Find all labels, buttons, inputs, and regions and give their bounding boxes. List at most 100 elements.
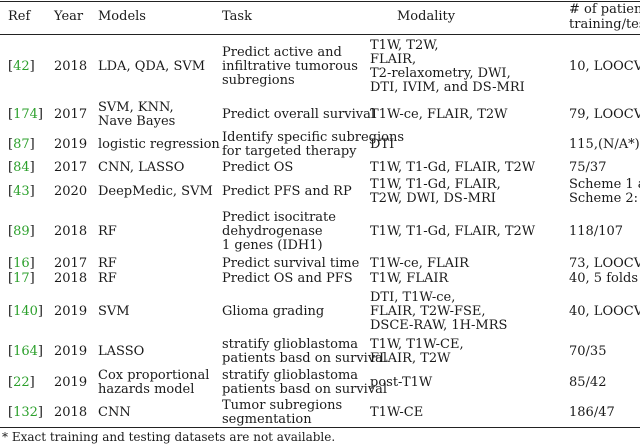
- models-cell-line: LDA, QDA, SVM: [98, 59, 206, 74]
- header-ref: Ref: [8, 9, 31, 24]
- modality-cell-line: FLAIR, T2W-FSE,: [370, 304, 486, 319]
- task-cell-line: stratify glioblastoma: [222, 368, 359, 383]
- ref-cell: [140]: [8, 304, 43, 319]
- year-cell: 2018: [54, 405, 88, 420]
- ref-link[interactable]: 132: [13, 405, 38, 420]
- task-cell-line: Predict overall survival: [222, 107, 376, 122]
- modality-cell-line: T1W, T1-Gd, FLAIR, T2W: [370, 160, 536, 175]
- year-cell: 2018: [54, 224, 88, 239]
- modality-cell-line: T1W, T1-Gd, FLAIR,: [370, 177, 501, 192]
- training-cell-line: 79, LOOCV: [569, 107, 640, 122]
- ref-link[interactable]: 42: [13, 59, 30, 74]
- task-cell-line: Predict OS: [222, 160, 294, 175]
- ref-cell: [22]: [8, 375, 35, 390]
- modality-cell-line: DTI, T1W-ce,: [370, 290, 456, 305]
- modality-cell-line: T1W-ce, FLAIR, T2W: [370, 107, 508, 122]
- models-cell-line: CNN, LASSO: [98, 160, 185, 175]
- ref-cell: [174]: [8, 107, 43, 122]
- modality-cell-line: T1W-CE: [370, 405, 424, 420]
- modality-cell-line: T1W, FLAIR: [370, 271, 449, 286]
- task-cell-line: infiltrative tumorous: [222, 59, 358, 74]
- task-cell-line: for targeted therapy: [222, 144, 357, 159]
- year-cell: 2020: [54, 184, 88, 199]
- training-cell-line: 40, 5 folds: [569, 271, 638, 286]
- models-cell-line: SVM: [98, 304, 130, 319]
- models-cell-line: CNN: [98, 405, 131, 420]
- table-bottom-rule: [0, 427, 640, 428]
- training-cell-line: 85/42: [569, 375, 607, 390]
- ref-link[interactable]: 164: [13, 344, 38, 359]
- task-cell-line: Predict OS and PFS: [222, 271, 353, 286]
- task-cell-line: Predict isocitrate: [222, 210, 336, 225]
- ref-link[interactable]: 87: [13, 137, 30, 152]
- task-cell-line: Predict PFS and RP: [222, 184, 352, 199]
- task-cell-line: Predict active and: [222, 45, 342, 60]
- training-cell-line: 40, LOOCV: [569, 304, 640, 319]
- models-cell-line: hazards model: [98, 382, 195, 397]
- ref-link[interactable]: 43: [13, 184, 30, 199]
- modality-cell-line: FLAIR,: [370, 52, 417, 67]
- ref-link[interactable]: 89: [13, 224, 30, 239]
- modality-cell-line: post-T1W: [370, 375, 433, 390]
- ref-cell: [89]: [8, 224, 35, 239]
- training-cell-line: Scheme 2: 5: [569, 191, 640, 206]
- modality-cell-line: T1W, T1-Gd, FLAIR, T2W: [370, 224, 536, 239]
- ref-cell: [87]: [8, 137, 35, 152]
- training-cell-line: 70/35: [569, 344, 607, 359]
- ref-cell: [164]: [8, 344, 43, 359]
- task-cell-line: dehydrogenase: [222, 224, 323, 239]
- task-cell-line: subregions: [222, 73, 295, 88]
- table-header-rule: [0, 34, 640, 35]
- year-cell: 2019: [54, 137, 88, 152]
- year-cell: 2019: [54, 375, 88, 390]
- training-cell-line: 118/107: [569, 224, 624, 239]
- task-cell-line: stratify glioblastoma: [222, 337, 359, 352]
- table-header: Ref Year Models Task Modality # of patie…: [0, 0, 640, 34]
- table-row: [140] 2019 SVM Glioma grading DTI, T1W-ce,FL…: [0, 287, 640, 336]
- task-cell-line: Glioma grading: [222, 304, 325, 319]
- ref-link[interactable]: 84: [13, 160, 30, 175]
- models-cell-line: RF: [98, 224, 117, 239]
- year-cell: 2018: [54, 59, 88, 74]
- year-cell: 2017: [54, 107, 88, 122]
- ref-cell: [17]: [8, 271, 35, 286]
- year-cell: 2019: [54, 344, 88, 359]
- ref-link[interactable]: 17: [13, 271, 30, 286]
- header-models: Models: [98, 9, 146, 24]
- year-cell: 2017: [54, 160, 88, 175]
- training-cell-line: 186/47: [569, 405, 615, 420]
- modality-cell-line: DTI, IVIM, and DS-MRI: [370, 80, 525, 95]
- models-cell-line: RF: [98, 271, 117, 286]
- modality-cell-line: DTI: [370, 137, 395, 152]
- modality-cell-line: FLAIR, T2W: [370, 351, 451, 366]
- ref-cell: [42]: [8, 59, 35, 74]
- ref-link[interactable]: 16: [13, 256, 30, 271]
- ref-link[interactable]: 140: [13, 304, 38, 319]
- ref-cell: [16]: [8, 256, 35, 271]
- modality-cell-line: T2-relaxometry, DWI,: [370, 66, 511, 81]
- modality-cell-line: T1W, T2W,: [370, 38, 439, 53]
- year-cell: 2019: [54, 304, 88, 319]
- models-cell-line: Nave Bayes: [98, 114, 176, 129]
- ref-link[interactable]: 174: [13, 107, 38, 122]
- modality-cell-line: T1W-ce, FLAIR: [370, 256, 469, 271]
- training-cell-line: 75/37: [569, 160, 607, 175]
- header-year: Year: [54, 9, 84, 24]
- task-cell-line: 1 genes (IDH1): [222, 238, 323, 253]
- task-cell-line: Identify specific subregions: [222, 130, 405, 145]
- year-cell: 2018: [54, 271, 88, 286]
- ref-link[interactable]: 22: [13, 375, 30, 390]
- models-cell-line: RF: [98, 256, 117, 271]
- models-cell-line: Cox proportional: [98, 368, 210, 383]
- ref-cell: [43]: [8, 184, 35, 199]
